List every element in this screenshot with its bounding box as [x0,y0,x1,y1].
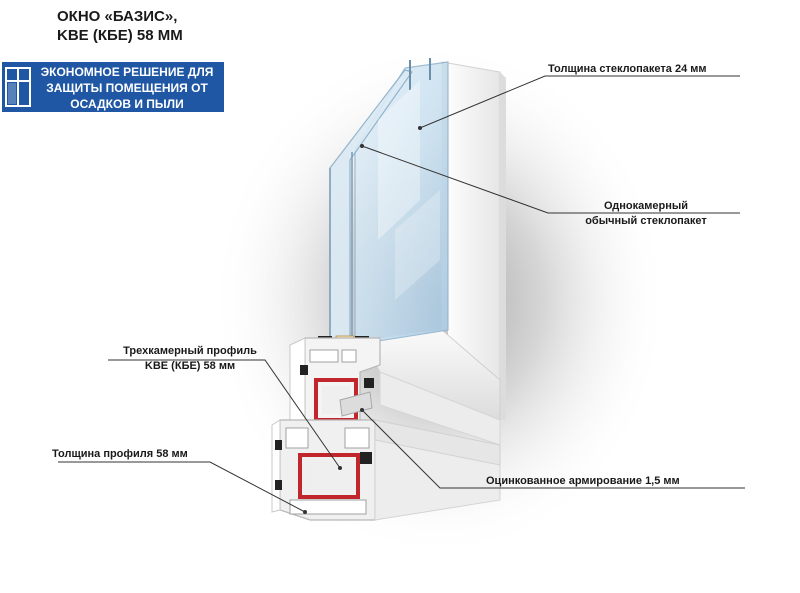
leader-glazing [361,145,740,214]
label-glazing-type: Однокамерный обычный стеклопакет [566,199,726,229]
label-profile-type: Трехкамерный профиль KBE (КБЕ) 58 мм [90,344,290,374]
label-profile-line-2: KBE (КБЕ) 58 мм [144,360,236,372]
frame-profile-section [271,419,501,521]
info-banner: ЭКОНОМНОЕ РЕШЕНИЕ ДЛЯ ЗАЩИТЫ ПОМЕЩЕНИЯ О… [2,62,224,112]
sash-profile-section [289,337,381,429]
label-reinforcement: Оцинкованное армирование 1,5 мм [486,474,680,489]
leader-reinforcement [361,409,745,489]
leader-profile-thickness [58,461,306,513]
banner-text: ЭКОНОМНОЕ РЕШЕНИЕ ДЛЯ ЗАЩИТЫ ПОМЕЩЕНИЯ О… [32,64,222,112]
leader-profile [108,359,341,469]
label-profile-line-1: Трехкамерный профиль [123,345,257,357]
title-line-2: KBE (КБЕ) 58 ММ [57,27,183,44]
label-glazing-line-2: обычный стеклопакет [585,215,707,227]
label-profile-thickness-text: Толщина профиля 58 мм [52,448,188,460]
banner-line-2: ЗАЩИТЫ ПОМЕЩЕНИЯ ОТ [46,81,208,95]
leader-glass-thickness [419,75,740,129]
label-reinforcement-text: Оцинкованное армирование 1,5 мм [486,475,680,487]
leader-lines [58,75,745,513]
banner-line-3: ОСАДКОВ И ПЫЛИ [70,97,184,111]
label-profile-thickness: Толщина профиля 58 мм [52,447,188,462]
reinforcement-frame [298,453,360,499]
banner-line-1: ЭКОНОМНОЕ РЕШЕНИЕ ДЛЯ [40,65,214,79]
window-icon [5,67,31,107]
label-glass-thickness: Толщина стеклопакета 24 мм [548,62,707,77]
title-line-1: ОКНО «БАЗИС», [57,8,178,25]
label-glazing-line-1: Однокамерный [603,200,689,212]
label-glass-thickness-text: Толщина стеклопакета 24 мм [548,63,707,75]
page-title: ОКНО «БАЗИС», KBE (КБЕ) 58 ММ [57,7,183,45]
